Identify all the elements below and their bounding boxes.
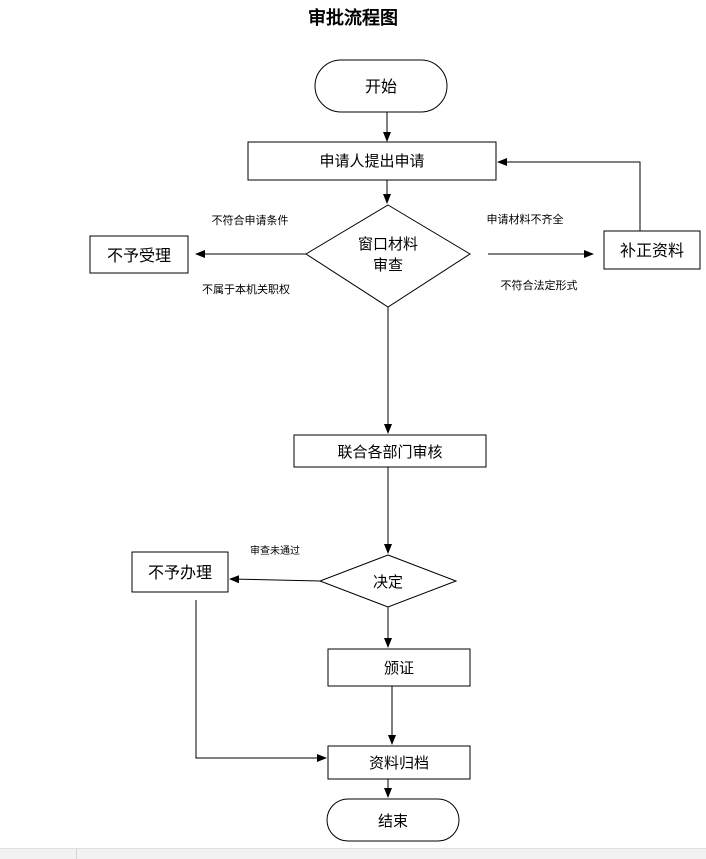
label-not-meet-conditions: 不符合申请条件 [212, 213, 289, 227]
bottom-scroll-bar [0, 848, 706, 859]
issue-node [327, 648, 471, 687]
window-review-label-line2: 审查 [373, 256, 403, 274]
apply-label: 申请人提出申请 [319, 152, 424, 170]
end-node [326, 798, 460, 842]
archive-label: 资料归档 [369, 754, 429, 772]
decision-label: 决定 [373, 573, 403, 591]
joint-review-node [293, 434, 487, 468]
edge-decision-reject [229, 575, 321, 584]
bottom-bar-divider [76, 849, 77, 859]
start-label: 开始 [365, 77, 397, 96]
issue-label: 颁证 [384, 659, 414, 677]
window-review-label-line1: 窗口材料 [358, 235, 418, 253]
supplement-node [603, 230, 701, 270]
archive-node [327, 745, 471, 780]
reject-handle-label: 不予办理 [148, 563, 212, 582]
label-not-in-scope: 不属于本机关职权 [202, 282, 290, 296]
label-incomplete-materials: 申请材料不齐全 [487, 212, 564, 226]
reject-accept-node [89, 235, 189, 274]
label-not-legal-form: 不符合法定形式 [501, 278, 578, 292]
edge-supplement-apply [497, 158, 641, 231]
supplement-label: 补正资料 [620, 241, 684, 260]
start-node [314, 59, 448, 113]
joint-review-label: 联合各部门审核 [337, 443, 442, 461]
label-review-failed: 审查未通过 [250, 544, 300, 557]
edge-reject-archive [195, 600, 327, 762]
reject-accept-label: 不予受理 [107, 246, 171, 265]
end-label: 结束 [378, 812, 408, 830]
diagram-title: 审批流程图 [308, 7, 398, 29]
reject-handle-node [131, 551, 229, 593]
apply-node [247, 141, 497, 181]
